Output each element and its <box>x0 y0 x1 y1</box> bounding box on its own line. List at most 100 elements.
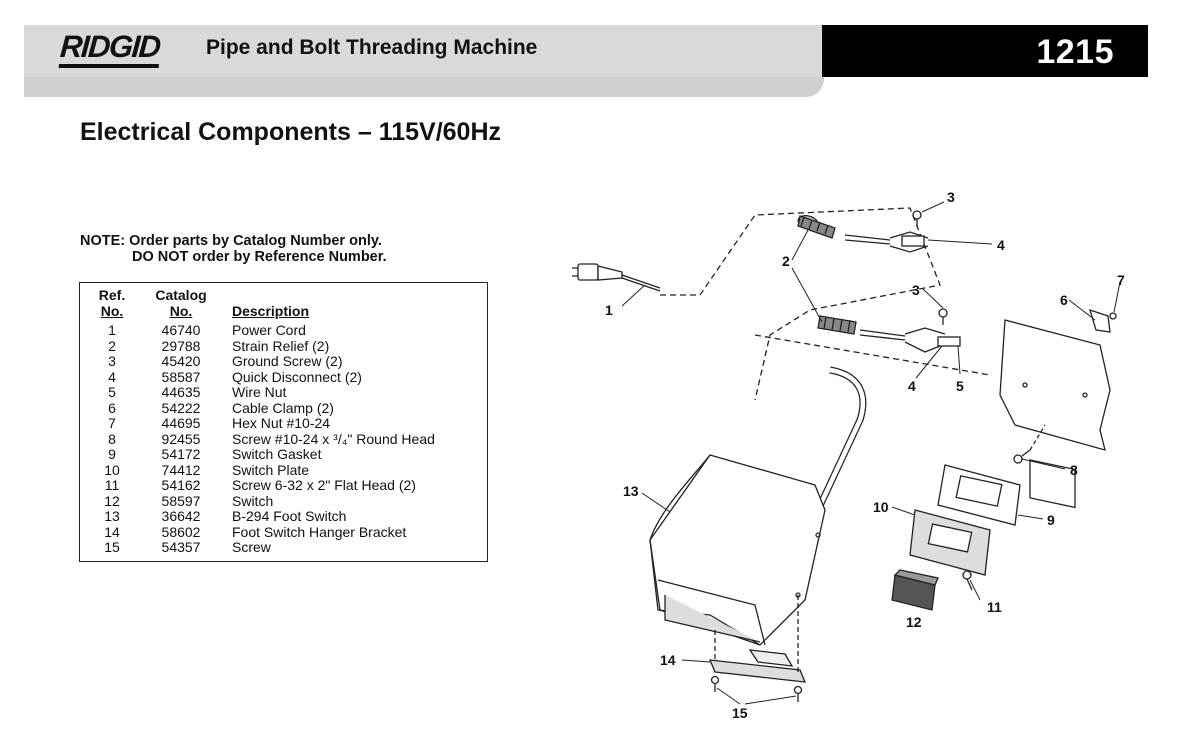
order-note: NOTE: Order parts by Catalog Number only… <box>80 233 387 265</box>
switch-plate-icon <box>909 509 991 576</box>
brand-logo: RIDGID <box>58 29 161 68</box>
cell-ref-no: 5 <box>108 384 116 400</box>
table-header-row: Ref. No. Catalog No. Description <box>90 287 435 323</box>
cell-description: Ground Screw (2) <box>232 353 343 369</box>
table-row: 9 54172 Switch Gasket <box>90 446 435 463</box>
ground-screw-icon <box>912 210 948 325</box>
header-ref-no: Ref. No. <box>98 287 126 319</box>
cell-catalog-no: 54357 <box>161 539 201 555</box>
cell-description: B-294 Foot Switch <box>232 508 347 524</box>
table-row: 3 45420 Ground Screw (2) <box>90 353 435 370</box>
table-row: 11 54162 Screw 6-32 x 2" Flat Head (2) <box>90 477 435 494</box>
table-row: 2 29788 Strain Relief (2) <box>90 337 435 355</box>
callout-11: 11 <box>987 599 1002 615</box>
callout-6: 6 <box>1060 292 1068 308</box>
cell-description: Switch <box>232 492 274 509</box>
callout-3a: 3 <box>947 189 955 205</box>
cell-catalog-no: 58597 <box>161 492 201 509</box>
wire-path-upper <box>660 207 941 401</box>
model-box: 1215 <box>822 25 1148 77</box>
bracket-plate-icon <box>999 308 1117 509</box>
cell-catalog-no: 58602 <box>161 523 201 540</box>
cell-ref-no: 3 <box>108 353 116 369</box>
cell-catalog-no: 54162 <box>161 477 201 493</box>
power-cord-icon <box>572 263 661 292</box>
cell-description: Cable Clamp (2) <box>232 399 334 416</box>
cell-catalog-no: 54172 <box>161 446 201 462</box>
document-title: Pipe and Bolt Threading Machine <box>206 36 538 59</box>
cell-description: Switch Gasket <box>232 446 322 462</box>
cell-description: Screw <box>232 539 271 555</box>
header-catalog-no: Catalog No. <box>155 287 207 319</box>
cell-ref-no: 10 <box>104 461 120 478</box>
callout-8: 8 <box>1070 462 1078 478</box>
cell-ref-no: 8 <box>108 430 116 447</box>
round-head-screw-icon <box>1013 424 1046 464</box>
cell-description: Screw 6-32 x 2" Flat Head (2) <box>232 477 416 493</box>
header-description: Description <box>232 302 310 319</box>
callout-2: 2 <box>782 253 790 269</box>
cell-ref-no: 14 <box>104 523 120 540</box>
cell-ref-no: 6 <box>108 399 116 416</box>
cell-ref-no: 2 <box>108 337 116 354</box>
callout-12: 12 <box>906 614 922 630</box>
cell-description: Quick Disconnect (2) <box>232 368 362 385</box>
cell-description: Wire Nut <box>232 384 287 400</box>
cell-catalog-no: 44695 <box>161 415 201 431</box>
table-row: 14 58602 Foot Switch Hanger Bracket <box>90 523 435 541</box>
cell-description: Strain Relief (2) <box>232 337 330 354</box>
cell-catalog-no: 44635 <box>161 384 201 400</box>
model-number: 1215 <box>1036 33 1114 71</box>
cell-description: Hex Nut #10-24 <box>232 415 331 431</box>
cell-description: Foot Switch Hanger Bracket <box>232 523 407 540</box>
callout-13: 13 <box>623 483 639 499</box>
callout-9: 9 <box>1047 512 1055 528</box>
cell-ref-no: 11 <box>104 477 120 493</box>
cell-ref-no: 13 <box>104 508 120 524</box>
callout-4a: 4 <box>997 237 1005 253</box>
section-title: Electrical Components – 115V/60Hz <box>80 118 502 146</box>
callout-3b: 3 <box>912 282 920 298</box>
hanger-bracket-icon <box>708 595 807 683</box>
table-row: 12 58597 Switch <box>90 492 435 510</box>
table-row: 13 36642 B-294 Foot Switch <box>90 508 435 525</box>
table-row: 15 54357 Screw <box>90 539 435 556</box>
callout-4b: 4 <box>908 378 916 394</box>
table-row: 5 44635 Wire Nut <box>90 384 435 401</box>
cell-ref-no: 15 <box>104 539 120 555</box>
strain-relief-upper-icon <box>797 215 929 253</box>
exploded-parts-diagram: 1 2 3 3 4 4 5 6 7 8 9 10 11 12 13 14 15 <box>572 189 1125 721</box>
switch-gasket-icon <box>937 464 1021 526</box>
leader-lines <box>621 201 1121 705</box>
note-line-1: NOTE: Order parts by Catalog Number only… <box>80 233 382 249</box>
note-line-2: DO NOT order by Reference Number. <box>132 249 387 265</box>
cell-ref-no: 9 <box>108 446 116 462</box>
callout-10: 10 <box>873 499 889 515</box>
cell-ref-no: 4 <box>108 368 116 385</box>
cell-catalog-no: 46740 <box>161 322 201 338</box>
callout-7: 7 <box>1117 272 1125 288</box>
flat-head-screw-icon <box>962 570 973 591</box>
cell-catalog-no: 45420 <box>161 353 201 369</box>
rocker-switch-icon <box>891 569 939 611</box>
foot-switch-icon <box>649 366 867 646</box>
bracket-screw-icon <box>710 675 803 702</box>
callout-labels: 1 2 3 3 4 4 5 6 7 8 9 10 11 12 13 14 15 <box>605 189 1125 721</box>
cell-catalog-no: 36642 <box>161 508 201 524</box>
cell-ref-no: 1 <box>108 322 116 338</box>
cell-ref-no: 12 <box>104 492 120 509</box>
callout-5: 5 <box>956 378 964 394</box>
cell-catalog-no: 29788 <box>161 337 201 354</box>
header-band <box>24 25 822 77</box>
callout-15: 15 <box>732 705 748 721</box>
callout-1: 1 <box>605 302 613 318</box>
cell-description: Switch Plate <box>232 461 310 478</box>
cell-description: Screw #10-24 x ³/₄" Round Head <box>232 430 435 447</box>
